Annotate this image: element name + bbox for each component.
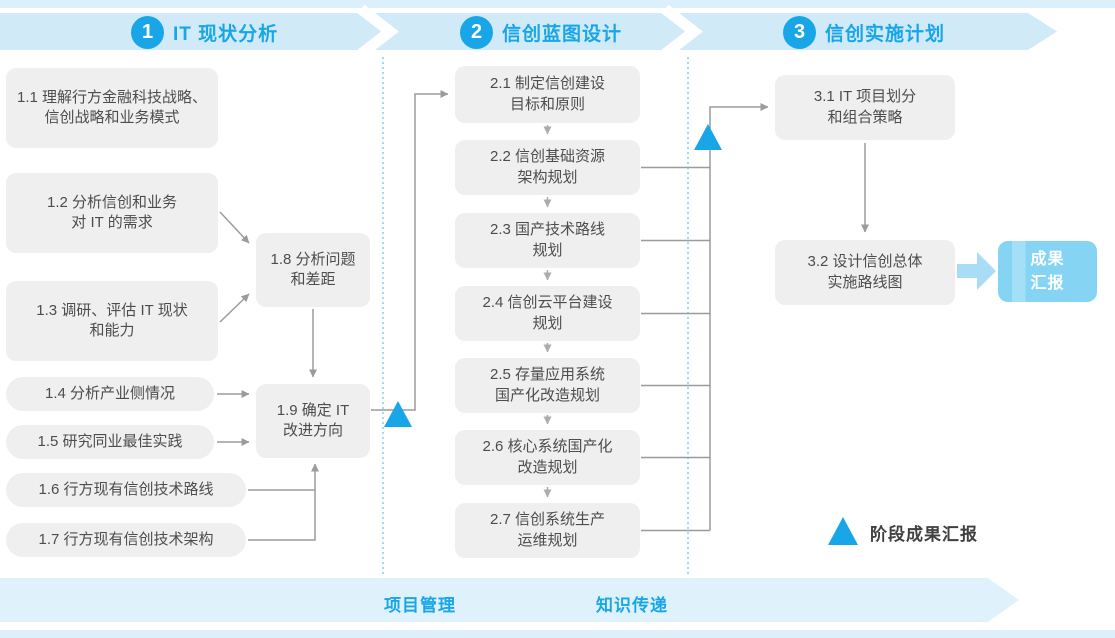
phase-header-2: 2 信创蓝图设计 [460, 15, 622, 49]
phase-header-3: 3 信创实施计划 [783, 15, 945, 49]
connector-1-9-to-2-1 [371, 90, 449, 411]
task-box-2-5: 2.5 存量应用系统 国产化改造规划 [455, 358, 640, 413]
phase-dividers [382, 57, 689, 576]
task-box-1-7: 1.7 行方现有信创技术架构 [6, 523, 246, 557]
milestone-triangle-phase2 [694, 124, 722, 150]
phase-number-badge-2: 2 [460, 15, 493, 49]
task-box-1-1: 1.1 理解行方金融科技战略、 信创战略和业务模式 [6, 68, 218, 148]
phase-title-1: IT 现状分析 [173, 23, 279, 45]
deliverable-box: 成果 汇报 [998, 241, 1097, 302]
bottom-band-label-project-management: 项目管理 [384, 596, 456, 615]
task-box-1-3: 1.3 调研、评估 IT 现状 和能力 [6, 281, 218, 361]
task-box-2-2: 2.2 信创基础资源 架构规划 [455, 140, 640, 195]
legend-triangle-icon [828, 517, 858, 545]
connector-1-3-to-1-8 [219, 293, 250, 323]
task-box-3-1: 3.1 IT 项目划分 和组合策略 [775, 75, 955, 140]
task-box-1-8: 1.8 分析问题 和差距 [256, 233, 370, 307]
bottom-band-label-knowledge-transfer: 知识传递 [596, 596, 668, 615]
task-box-1-6: 1.6 行方现有信创技术路线 [6, 473, 246, 507]
phase-number-badge-3: 3 [783, 15, 816, 49]
connector-1-7-to-1-9 [248, 463, 319, 541]
task-box-2-4: 2.4 信创云平台建设 规划 [455, 286, 640, 341]
milestone-triangle-phase1 [384, 401, 412, 427]
deliverable-arrow-icon [957, 252, 996, 290]
legend-label: 阶段成果汇报 [870, 525, 978, 544]
task-box-2-7: 2.7 信创系统生产 运维规划 [455, 503, 640, 558]
task-box-2-3: 2.3 国产技术路线 规划 [455, 213, 640, 268]
phase-header-1: 1 IT 现状分析 [131, 15, 278, 49]
phase-title-3: 信创实施计划 [825, 23, 946, 45]
chevron-separator-2 [661, 4, 703, 59]
task-box-1-2: 1.2 分析信创和业务 对 IT 的需求 [6, 173, 218, 253]
connector-1-2-to-1-8 [219, 211, 250, 244]
task-box-1-9: 1.9 确定 IT 改进方向 [256, 384, 370, 458]
phase-title-2: 信创蓝图设计 [502, 23, 623, 45]
connectors [217, 90, 869, 541]
task-box-3-2: 3.2 设计信创总体 实施路线图 [775, 240, 955, 305]
task-box-2-6: 2.6 核心系统国产化 改造规划 [455, 430, 640, 485]
task-box-2-1: 2.1 制定信创建设 目标和原则 [455, 66, 640, 123]
chevron-separator-1 [357, 4, 399, 59]
task-box-1-4: 1.4 分析产业侧情况 [6, 377, 214, 411]
bottom-band [0, 578, 1019, 622]
phase-number-badge-1: 1 [131, 15, 164, 49]
task-box-1-5: 1.5 研究同业最佳实践 [6, 425, 214, 459]
connector-collector-to-3-1 [709, 103, 769, 531]
